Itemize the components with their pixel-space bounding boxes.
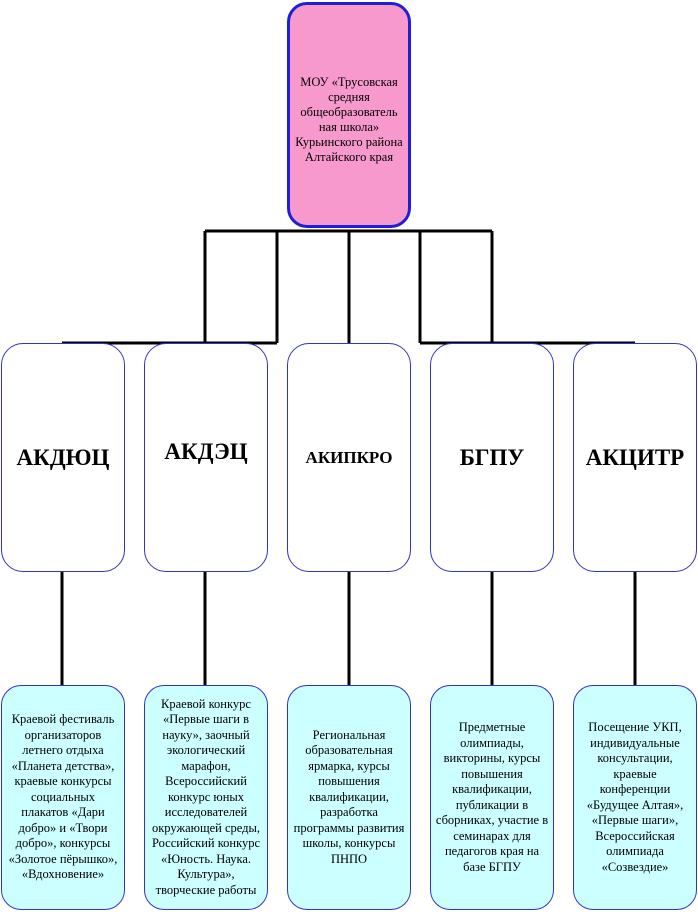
activity-node-akipkro: Региональная образовательная ярмарка, ку…	[287, 685, 411, 910]
activity-node-text: Краевой фестиваль организаторов летнего …	[8, 712, 118, 882]
activity-node-akcitr: Посещение УКП, индивидуальные консультац…	[573, 685, 697, 910]
org-node-label: АКДЮЦ	[16, 444, 110, 470]
activity-node-text: Посещение УКП, индивидуальные консультац…	[586, 720, 684, 874]
activity-node-akdets: Краевой конкурс «Первые шаги в науку», з…	[144, 685, 268, 910]
root-node-label: МОУ «Трусовская средняя общеобразователь…	[295, 75, 403, 164]
org-node-label: АКИПКРО	[305, 447, 393, 467]
activity-node-bgpu: Предметные олимпиады, викторины, курсы п…	[430, 685, 554, 910]
activity-node-text: Краевой конкурс «Первые шаги в науку», з…	[151, 696, 261, 897]
org-node-label: АКЦИТР	[585, 444, 685, 470]
activity-node-text: Региональная образовательная ярмарка, ку…	[293, 727, 405, 866]
org-node-label: БГПУ	[459, 444, 525, 470]
org-node-akipkro: АКИПКРО	[287, 343, 411, 572]
root-node-school: МОУ «Трусовская средняя общеобразователь…	[287, 2, 411, 228]
activity-node-akdyuts: Краевой фестиваль организаторов летнего …	[1, 685, 125, 910]
org-node-akcitr: АКЦИТР	[573, 343, 697, 572]
org-node-bgpu: БГПУ	[430, 343, 554, 572]
org-node-akdets: АКДЭЦ	[144, 343, 268, 572]
activity-node-text: Предметные олимпиады, викторины, курсы п…	[435, 720, 549, 874]
org-node-akdyuts: АКДЮЦ	[1, 343, 125, 572]
org-node-label: АКДЭЦ	[164, 438, 248, 464]
